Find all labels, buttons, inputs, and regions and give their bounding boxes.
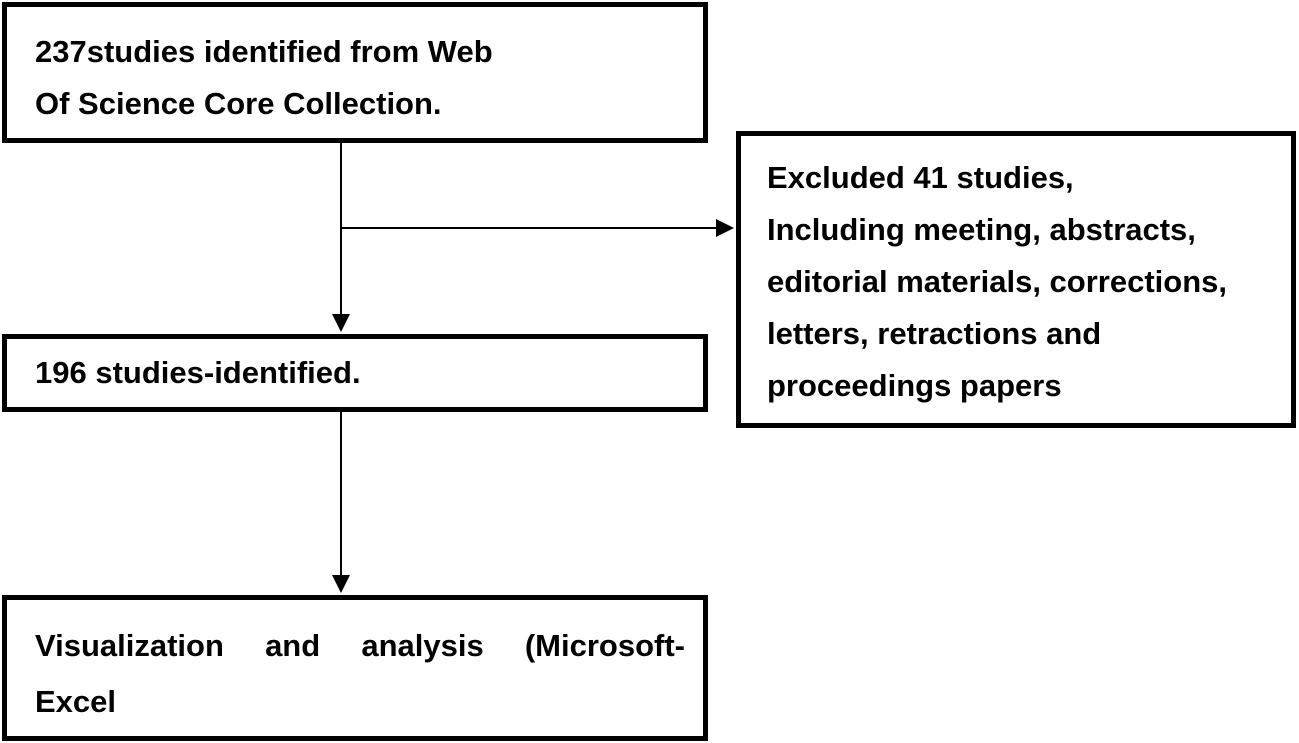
node-analysis-text: Visualization and analysis (Microsoft- E…: [35, 618, 703, 730]
node-screened-text: 196 studies-identified.: [35, 347, 703, 399]
arrowhead-screened-to-analysis: [332, 575, 350, 593]
node-analysis-line: Excel: [35, 684, 117, 719]
node-analysis-line: Visualization and analysis (Microsoft-: [35, 628, 685, 663]
node-excluded-line: Excluded 41 studies,: [767, 160, 1074, 195]
node-excluded-text: Excluded 41 studies, Including meeting, …: [767, 152, 1291, 412]
node-identified-line: 237studies identified from Web: [35, 34, 493, 69]
node-analysis: Visualization and analysis (Microsoft- E…: [2, 595, 708, 741]
node-screened-line: 196 studies-identified.: [35, 355, 361, 390]
node-excluded-line: proceedings papers: [767, 368, 1062, 403]
arrowhead-identified-to-screened: [332, 314, 350, 332]
node-identified: 237studies identified from Web Of Scienc…: [2, 2, 708, 143]
node-identified-text: 237studies identified from Web Of Scienc…: [35, 26, 703, 130]
node-excluded-line: letters, retractions and: [767, 316, 1102, 351]
node-excluded-line: editorial materials, corrections,: [767, 264, 1228, 299]
node-excluded: Excluded 41 studies, Including meeting, …: [736, 131, 1296, 428]
node-excluded-line: Including meeting, abstracts,: [767, 212, 1196, 247]
node-identified-line: Of Science Core Collection.: [35, 86, 442, 121]
arrowhead-identified-to-excluded: [716, 219, 734, 237]
node-screened: 196 studies-identified.: [2, 334, 708, 412]
